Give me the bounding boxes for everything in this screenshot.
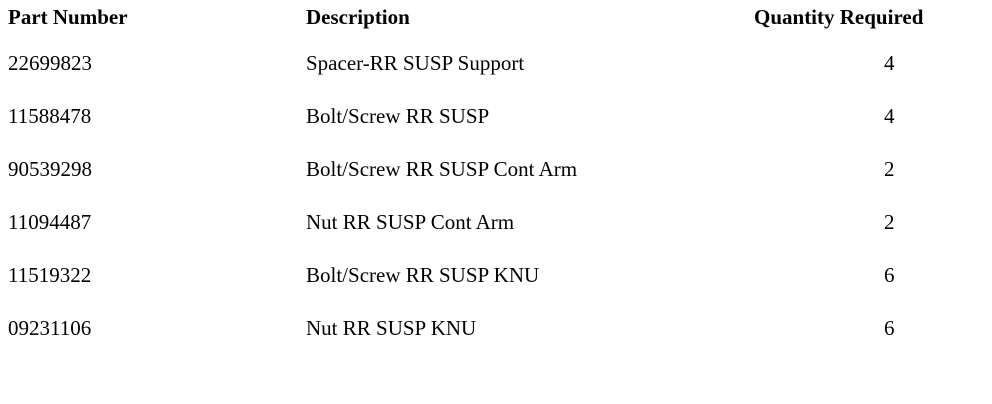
cell-quantity-required: 6 bbox=[884, 263, 895, 287]
column-header-quantity-required: Quantity Required bbox=[754, 5, 924, 29]
parts-table: Part Number Description Quantity Require… bbox=[0, 0, 992, 346]
cell-part-number: 90539298 bbox=[8, 157, 92, 181]
cell-part-number: 11094487 bbox=[8, 210, 92, 234]
cell-description: Nut RR SUSP KNU bbox=[306, 316, 477, 340]
cell-description: Bolt/Screw RR SUSP Cont Arm bbox=[306, 157, 578, 181]
table-row: 11588478 Bolt/Screw RR SUSP 4 bbox=[0, 99, 992, 152]
column-header-part-number: Part Number bbox=[8, 5, 128, 29]
table-header-row: Part Number Description Quantity Require… bbox=[0, 0, 992, 46]
cell-description: Bolt/Screw RR SUSP bbox=[306, 104, 490, 128]
table-row: 11519322 Bolt/Screw RR SUSP KNU 6 bbox=[0, 258, 992, 311]
table-body: 22699823 Spacer-RR SUSP Support 4 115884… bbox=[0, 46, 992, 346]
table-header: Part Number Description Quantity Require… bbox=[0, 0, 992, 46]
table-row: 90539298 Bolt/Screw RR SUSP Cont Arm 2 bbox=[0, 152, 992, 205]
table-row: 09231106 Nut RR SUSP KNU 6 bbox=[0, 311, 992, 346]
cell-quantity-required: 2 bbox=[884, 157, 895, 181]
table-row: 11094487 Nut RR SUSP Cont Arm 2 bbox=[0, 205, 992, 258]
cell-part-number: 11519322 bbox=[8, 263, 92, 287]
cell-part-number: 11588478 bbox=[8, 104, 92, 128]
table-row: 22699823 Spacer-RR SUSP Support 4 bbox=[0, 46, 992, 99]
cell-part-number: 22699823 bbox=[8, 51, 92, 75]
cell-quantity-required: 2 bbox=[884, 210, 895, 234]
column-header-description: Description bbox=[306, 5, 410, 29]
cell-quantity-required: 4 bbox=[884, 104, 895, 128]
cell-part-number: 09231106 bbox=[8, 316, 92, 340]
cell-quantity-required: 6 bbox=[884, 316, 895, 340]
cell-description: Nut RR SUSP Cont Arm bbox=[306, 210, 515, 234]
cell-description: Spacer-RR SUSP Support bbox=[306, 51, 525, 75]
cell-description: Bolt/Screw RR SUSP KNU bbox=[306, 263, 540, 287]
cell-quantity-required: 4 bbox=[884, 51, 895, 75]
